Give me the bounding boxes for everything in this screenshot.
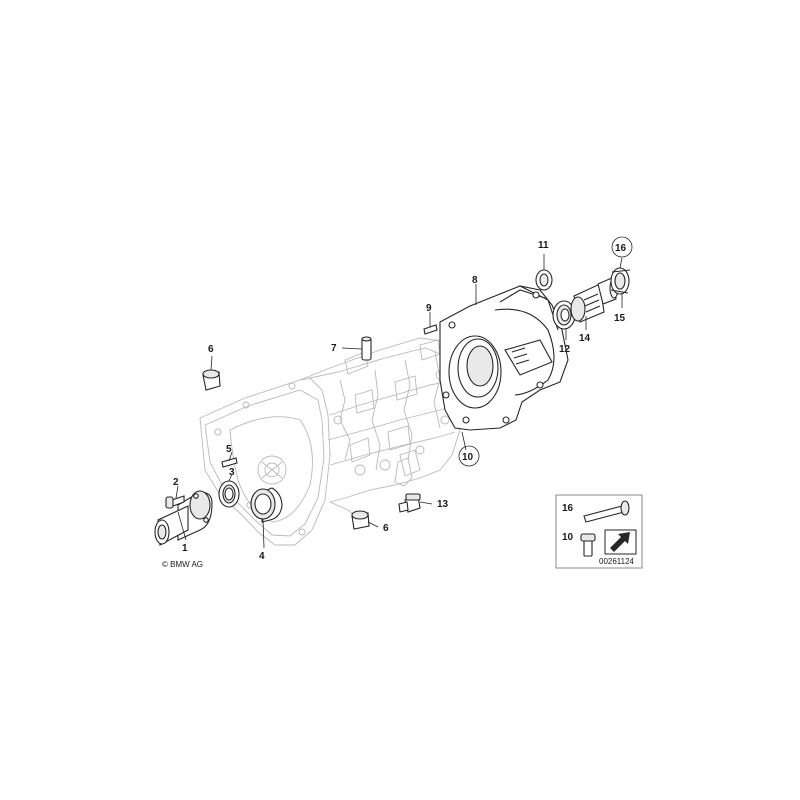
- inset-fastener-box: 16 10 00261124: [555, 494, 643, 569]
- label-part-6-top: 6: [208, 344, 214, 355]
- part-14-output-flange: [570, 276, 619, 323]
- part-5-dowel-pin: [221, 457, 238, 468]
- label-part-10: 10: [462, 452, 474, 463]
- label-part-2: 2: [173, 477, 179, 488]
- label-part-15: 15: [614, 313, 626, 324]
- part-9-dowel-pin: [423, 324, 438, 335]
- part-13-breather: [398, 493, 421, 513]
- part-2-screw: [165, 495, 185, 509]
- label-part-7: 7: [331, 343, 337, 354]
- label-part-3: 3: [229, 467, 235, 478]
- transmission-housing-outline: [199, 337, 469, 546]
- part-11-ring: [535, 269, 553, 291]
- direction-arrow-icon: [604, 529, 637, 555]
- copyright-text: © BMW AG: [162, 560, 203, 569]
- label-part-14: 14: [579, 333, 591, 344]
- label-part-12: 12: [559, 344, 571, 355]
- part-7-dowel-sleeve: [361, 336, 372, 361]
- bolt-short-icon: [580, 533, 596, 557]
- part-4-large-shaft-seal: [250, 487, 283, 523]
- label-part-5: 5: [226, 444, 232, 455]
- label-part-6-bottom: 6: [383, 523, 389, 534]
- label-part-9: 9: [426, 303, 432, 314]
- label-part-16: 16: [615, 243, 627, 254]
- part-1-guide-tube: [154, 490, 213, 546]
- label-part-11: 11: [538, 240, 549, 251]
- diagram-number: 00261124: [599, 557, 635, 566]
- part-number-labels: 1 2 3 4 5 6 6 7 8 9 10 11 12 13 14 15 16: [173, 236, 633, 562]
- part-8-output-housing: [439, 285, 569, 431]
- label-part-13: 13: [437, 499, 449, 510]
- label-part-8: 8: [472, 275, 478, 286]
- inset-label-10: 10: [562, 532, 574, 543]
- part-12-shaft-seal: [552, 300, 576, 330]
- label-part-4: 4: [259, 551, 265, 562]
- label-part-1: 1: [182, 543, 188, 554]
- part-6-screw-plug-top: [202, 369, 221, 391]
- part-15-lock-ring: [610, 267, 631, 295]
- bolt-long-icon: [583, 500, 630, 523]
- inset-label-16: 16: [562, 503, 574, 514]
- part-3-shaft-seal: [218, 480, 240, 508]
- part-6-screw-plug-bottom: [351, 510, 370, 530]
